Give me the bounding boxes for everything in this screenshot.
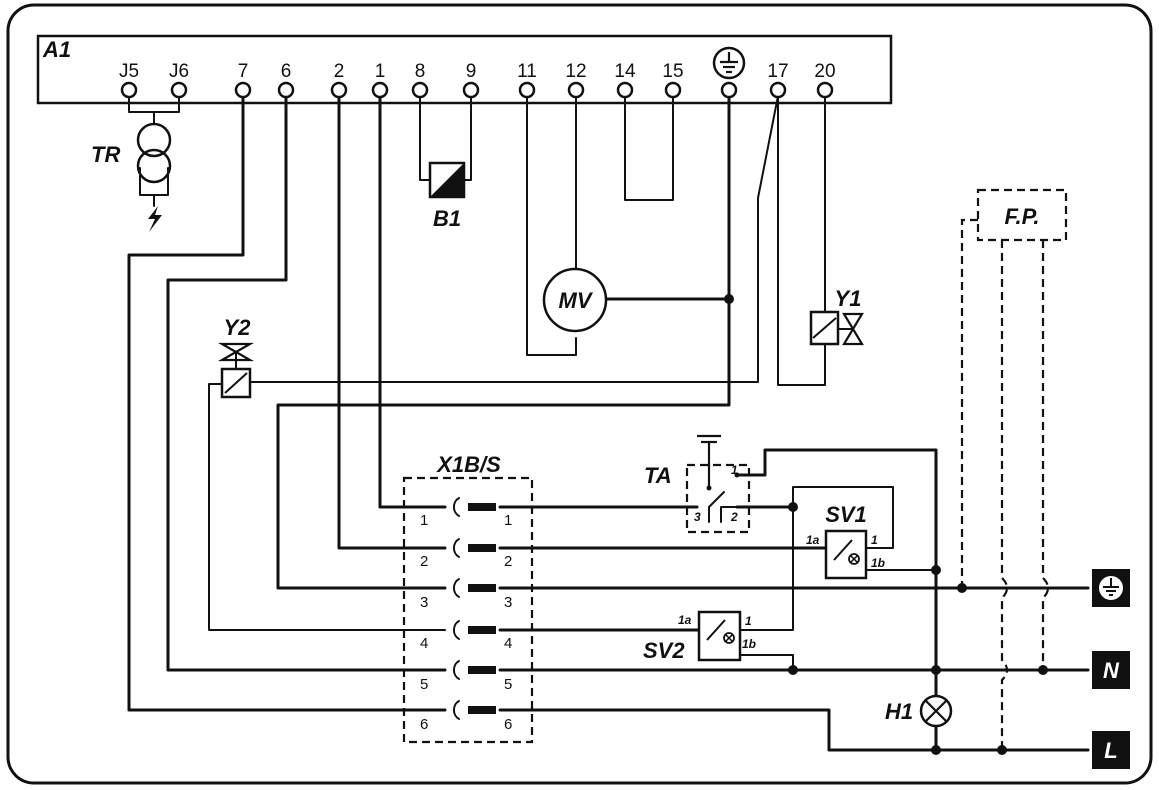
valve-y2 [217,342,255,399]
sv2-pin-1: 1 [745,614,752,628]
x1bs-label: X1B/S [435,452,501,477]
terminal-label-14: 14 [614,61,636,82]
terminal-label-17: 17 [767,61,788,82]
transformer-tr [136,122,172,232]
valve-y1 [809,310,864,346]
pin-left-1: 1 [420,512,428,529]
pin-left-6: 6 [420,716,428,733]
switch-sv2 [697,610,742,662]
pin-left-5: 5 [420,676,428,693]
pin-left-3: 3 [420,594,428,611]
pin-right-3: 3 [504,594,512,611]
h1-label: H1 [885,699,913,724]
terminal-label-11: 11 [517,61,537,82]
pin-left-4: 4 [420,635,428,652]
pin-left-2: 2 [420,553,428,570]
pin-right-4: 4 [504,635,512,652]
ta-label: TA [644,463,672,488]
motor-mv [542,267,608,333]
lightning-icon [148,206,162,232]
ta-pin-2: 2 [730,510,738,524]
terminal-label-7: 7 [238,61,249,82]
terminal-label-15: 15 [662,61,683,82]
pin-right-6: 6 [504,716,512,733]
supply-line-label: L [1104,738,1117,763]
junction-dots [724,294,1048,755]
outer-frame [6,3,1153,785]
terminal-label-20: 20 [814,61,835,82]
tr-label: TR [91,142,120,167]
earth-icon [712,46,746,80]
sv1-label: SV1 [825,502,867,527]
sv1-pin-1: 1 [871,533,878,547]
thermostat-ta [685,434,751,534]
pin-right-2: 2 [504,553,512,570]
terminal-label-6: 6 [281,61,292,82]
connector-pin-labels: 1 1 2 2 3 3 4 4 5 5 6 6 [420,512,512,733]
sv2-pin-1a: 1a [678,613,692,627]
terminal-label-j5: J5 [119,61,139,82]
supply-neutral-label: N [1103,658,1120,683]
terminal-label-8: 8 [415,61,426,82]
wires [127,94,1090,752]
terminal-label-j6: J6 [169,61,189,82]
ta-pin-3: 3 [694,510,701,524]
supply-earth-terminal [1092,569,1130,607]
fp-dashed-wiring [960,188,1068,750]
sv2-label: SV2 [643,638,685,663]
terminal-label-1: 1 [375,61,386,82]
terminal-label-12: 12 [565,61,586,82]
sv2-pin-1b: 1b [742,637,756,651]
connector-x1bs [402,476,534,744]
pin-right-1: 1 [504,512,512,529]
y1-label: Y1 [835,286,862,311]
supply-line-terminal [1092,731,1130,769]
fp-box [976,188,1068,242]
a1-label: A1 [42,37,71,62]
b1-label: B1 [433,206,461,231]
lamp-h1 [919,694,953,728]
y2-label: Y2 [224,315,252,340]
supply-neutral-terminal [1092,651,1130,689]
sensor-b1 [428,161,466,199]
ta-pin-1: 1 [731,463,738,477]
terminal-labels: J5 J6 7 6 2 1 8 9 11 12 14 15 17 20 [119,61,836,82]
terminal-label-2: 2 [334,61,345,82]
terminal-label-9: 9 [466,61,477,82]
mv-label: MV [559,288,594,313]
switch-sv1 [824,529,868,580]
sv1-pin-1a: 1a [806,533,820,547]
fp-label: F.P. [1004,204,1039,229]
terminal-circles [120,81,834,99]
pin-right-5: 5 [504,676,512,693]
sv1-pin-1b: 1b [871,556,885,570]
